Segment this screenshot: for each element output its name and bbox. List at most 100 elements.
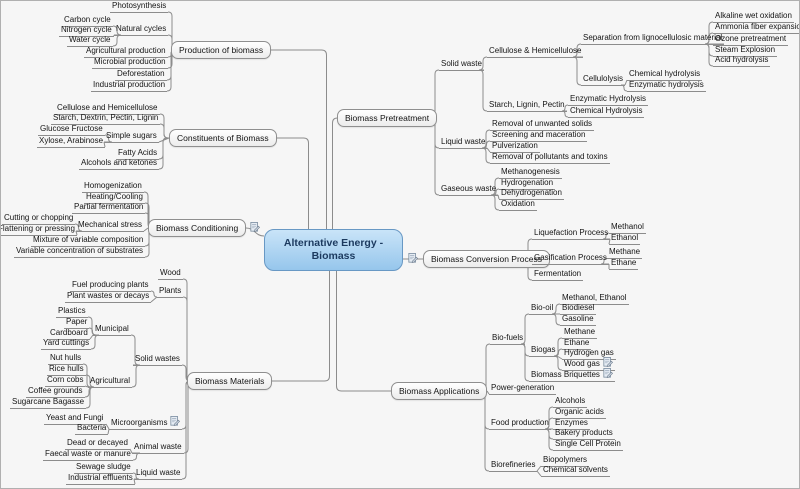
node-methanol[interactable]: Methanol (609, 222, 646, 234)
node-enzymatic-hydrolysis-2[interactable]: Enzymatic Hydrolysis (568, 94, 649, 106)
node-sugarcane-bagasse[interactable]: Sugarcane Bagasse (10, 397, 87, 409)
node-screening-maceration[interactable]: Screening and maceration (490, 130, 588, 142)
node-variable-substrates[interactable]: Variable concentration of substrates (14, 246, 146, 258)
node-heating-cooling[interactable]: Heating/Cooling (84, 192, 145, 204)
node-agricultural[interactable]: Agricultural (88, 376, 133, 388)
node-xylose-arabinose[interactable]: Xylose, Arabinose (37, 136, 106, 148)
node-plant-wastes[interactable]: Plant wastes or decays (65, 291, 152, 303)
node-bacteria[interactable]: Bacteria (75, 423, 109, 435)
node-microorganisms[interactable]: Microorganisms (109, 416, 183, 430)
node-mixture-composition[interactable]: Mixture of variable composition (31, 235, 146, 247)
node-materials[interactable]: Biomass Materials (187, 372, 273, 390)
node-chemical-hydrolysis-2[interactable]: Chemical Hydrolysis (568, 106, 645, 118)
node-methanol-ethanol[interactable]: Methanol, Ethanol (560, 293, 629, 305)
node-biorefineries[interactable]: Biorefineries (489, 460, 538, 472)
node-bio-fuels[interactable]: Bio-fuels (490, 333, 526, 345)
node-cellulose-hemi-2[interactable]: Cellulose & Hemicellulose (487, 46, 584, 58)
node-ozone-pretreatment[interactable]: Ozone pretreatment (713, 34, 789, 46)
node-cardboard[interactable]: Cardboard (48, 328, 90, 340)
node-power-generation[interactable]: Power-generation (489, 383, 557, 395)
node-alcohols[interactable]: Alcohols (553, 396, 588, 408)
node-simple-sugars[interactable]: Simple sugars (104, 131, 159, 143)
node-oxidation[interactable]: Oxidation (499, 199, 537, 211)
node-plastics[interactable]: Plastics (56, 306, 88, 318)
node-paper[interactable]: Paper (64, 317, 90, 329)
node-acid-hydrolysis[interactable]: Acid hydrolysis (713, 55, 771, 67)
node-food-production[interactable]: Food production (489, 418, 551, 430)
node-mechanical-stress[interactable]: Mechanical stress (76, 220, 145, 232)
node-removal-pollutants[interactable]: Removal of pollutants and toxins (490, 152, 610, 164)
node-microbial-production[interactable]: Microbial production (92, 57, 168, 69)
node-sewage-sludge[interactable]: Sewage sludge (74, 462, 133, 474)
node-alkaline-wet-oxidation[interactable]: Alkaline wet oxidation (713, 11, 794, 23)
node-industrial-effluents[interactable]: Industrial effluents (66, 473, 135, 485)
node-glucose-fructose[interactable]: Glucose Fructose (38, 124, 105, 136)
node-gasoline[interactable]: Gasoline (560, 314, 596, 326)
node-cellulolysis[interactable]: Cellulolysis (581, 74, 626, 86)
node-biomass-briquettes[interactable]: Biomass Briquettes (529, 368, 615, 382)
node-ammonia-fiber-expansion[interactable]: Ammonia fiber expansion (713, 22, 799, 34)
node-cellulose-hemicellulose[interactable]: Cellulose and Hemicellulose (55, 103, 160, 115)
node-enzymes[interactable]: Enzymes (553, 418, 590, 430)
node-cutting-chopping[interactable]: Cutting or chopping (2, 213, 76, 225)
node-industrial-production[interactable]: Industrial production (91, 80, 168, 92)
node-carbon-cycle[interactable]: Carbon cycle (62, 15, 113, 27)
node-faecal-waste[interactable]: Faecal waste or manure (43, 449, 133, 461)
node-gasification[interactable]: Gasification Process (532, 253, 609, 265)
node-yard-cuttings[interactable]: Yard cuttings (41, 338, 92, 350)
node-wood-gas[interactable]: Wood gas (562, 357, 615, 371)
node-water-cycle[interactable]: Water cycle (67, 35, 113, 47)
node-conditioning[interactable]: Biomass Conditioning (148, 219, 247, 237)
node-liquefaction[interactable]: Liquefaction Process (532, 228, 611, 240)
node-deforestation[interactable]: Deforestation (115, 69, 167, 81)
node-fuel-producing-plants[interactable]: Fuel producing plants (70, 280, 151, 292)
node-constituents[interactable]: Constituents of Biomass (169, 129, 277, 147)
node-natural-cycles[interactable]: Natural cycles (114, 24, 169, 36)
node-chemical-solvents[interactable]: Chemical solvents (541, 465, 610, 477)
node-municipal[interactable]: Municipal (93, 324, 131, 336)
node-fatty-acids[interactable]: Fatty Acids (116, 148, 160, 160)
node-applications[interactable]: Biomass Applications (391, 382, 488, 400)
node-photosynthesis[interactable]: Photosynthesis (110, 1, 169, 13)
node-wood[interactable]: Wood (158, 268, 183, 280)
node-hydrogen-gas[interactable]: Hydrogen gas (562, 348, 616, 360)
node-methanogenesis[interactable]: Methanogenesis (499, 167, 562, 179)
node-plants[interactable]: Plants (157, 286, 184, 298)
note-icon[interactable] (170, 416, 181, 426)
note-icon[interactable] (408, 253, 418, 263)
node-homogenization[interactable]: Homogenization (82, 181, 144, 193)
node-nut-hulls[interactable]: Nut hulls (48, 353, 84, 365)
note-icon[interactable] (603, 357, 613, 367)
node-organic-acids[interactable]: Organic acids (553, 407, 606, 419)
node-yeast-fungi[interactable]: Yeast and Fungi (44, 413, 106, 425)
node-single-cell-protein[interactable]: Single Cell Protein (553, 439, 623, 451)
node-starch-dextrin[interactable]: Starch, Dextrin, Pectin, Lignin (51, 113, 161, 125)
node-pretreatment[interactable]: Biomass Pretreatment (337, 109, 438, 127)
node-solid-waste[interactable]: Solid waste (439, 59, 484, 71)
node-dehydrogenation[interactable]: Dehydrogenation (499, 188, 564, 200)
node-steam-explosion[interactable]: Steam Explosion (713, 45, 778, 57)
note-icon[interactable] (250, 222, 260, 232)
node-animal-waste[interactable]: Animal waste (132, 442, 184, 454)
node-alcohols-ketones[interactable]: Alcohols and ketones (79, 158, 160, 170)
node-conversion[interactable]: Biomass Conversion Process (423, 250, 551, 268)
node-fermentation[interactable]: Fermentation (532, 269, 584, 281)
node-partial-fermentation[interactable]: Partial fermentation (72, 202, 146, 214)
node-biodiesel[interactable]: Biodiesel (560, 303, 597, 315)
node-bakery-products[interactable]: Bakery products (553, 428, 615, 440)
node-pulverization[interactable]: Pulverization (490, 141, 540, 153)
node-corn-cobs[interactable]: Corn cobs (45, 375, 86, 387)
node-coffee-grounds[interactable]: Coffee grounds (26, 386, 85, 398)
node-bio-oil[interactable]: Bio-oil (529, 303, 556, 315)
node-gaseous-waste[interactable]: Gaseous waste (439, 184, 499, 196)
node-hydrogenation[interactable]: Hydrogenation (499, 178, 556, 190)
root-node[interactable]: Alternative Energy - Biomass (264, 229, 403, 271)
node-ethane[interactable]: Ethane (609, 258, 639, 270)
node-nitrogen-cycle[interactable]: Nitrogen cycle (59, 25, 114, 37)
note-icon[interactable] (603, 368, 613, 378)
node-removal-unwanted-solids[interactable]: Removal of unwanted solids (490, 119, 595, 131)
node-flattening-pressing[interactable]: Flattening or pressing (1, 224, 77, 236)
node-ethanol[interactable]: Ethanol (609, 233, 641, 245)
node-enzymatic-hydrolysis-1[interactable]: Enzymatic hydrolysis (627, 80, 706, 92)
node-liquid-waste-left[interactable]: Liquid waste (134, 468, 183, 480)
